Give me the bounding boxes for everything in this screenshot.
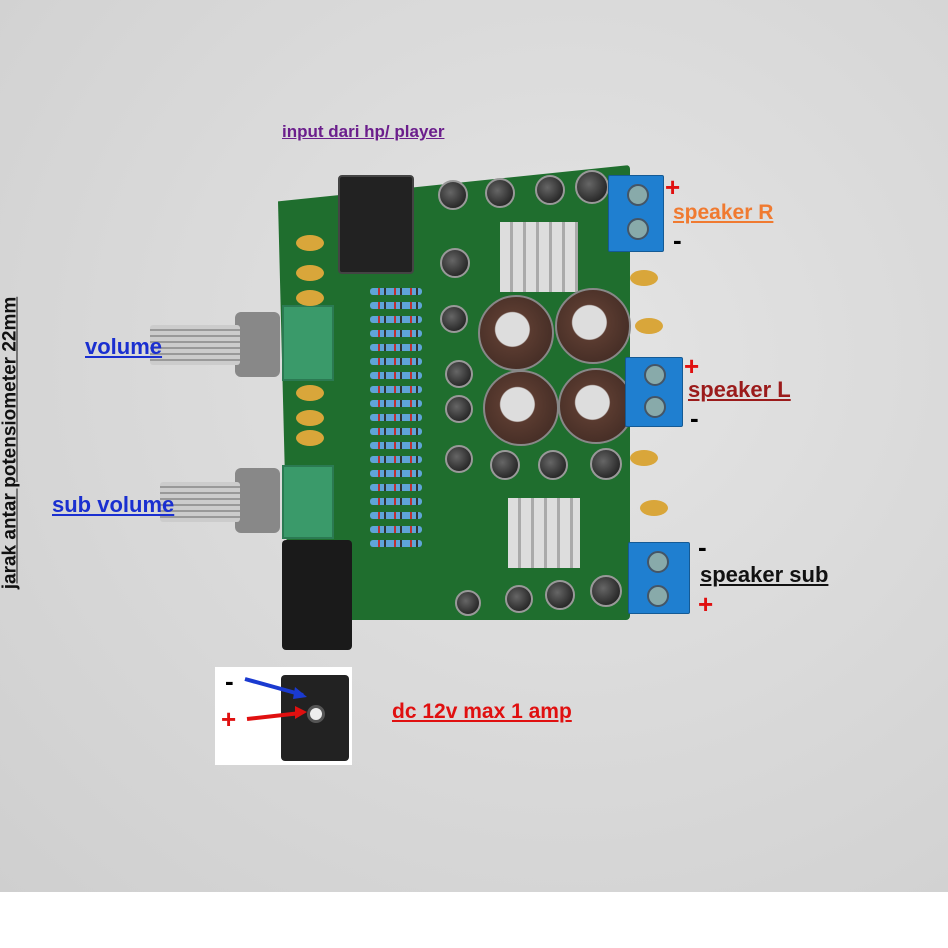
- speaker-r-label: speaker R: [673, 201, 774, 224]
- speaker-l-terminal: [625, 357, 683, 427]
- speaker-l-label: speaker L: [688, 377, 791, 402]
- sub-volume-pot-nut: [235, 468, 280, 533]
- top-heatsink: [500, 222, 578, 292]
- big-capacitor: [483, 370, 559, 446]
- dc-jack: [282, 540, 352, 650]
- volume-shaft: [150, 325, 240, 365]
- big-capacitor: [478, 295, 554, 371]
- sub-volume-potentiometer: [282, 465, 334, 539]
- sub-volume-shaft: [160, 482, 240, 522]
- audio-input-jack: [338, 175, 414, 274]
- polarity-arrows: [244, 677, 307, 721]
- speaker-r-terminal: [608, 175, 664, 252]
- speaker-sub-plus: +: [698, 589, 714, 619]
- big-capacitor: [555, 288, 631, 364]
- speaker-l-minus: -: [690, 403, 699, 433]
- speaker-sub-terminal: [628, 542, 690, 614]
- dc-jack-pin: [307, 705, 325, 723]
- speaker-l-plus: +: [684, 351, 700, 381]
- speaker-r-plus: +: [665, 172, 681, 202]
- dc-jack-inset: - +: [215, 667, 352, 765]
- big-capacitor: [558, 368, 634, 444]
- inset-minus-sign: -: [225, 666, 234, 696]
- pot-spacing-label: jarak antar potensiometer 22mm: [0, 296, 21, 590]
- bottom-heatsink: [508, 498, 580, 568]
- speaker-r-minus: -: [673, 225, 682, 255]
- volume-potentiometer: [282, 305, 334, 381]
- speaker-sub-label: speaker sub: [700, 562, 829, 587]
- sub-volume-label: sub volume: [52, 492, 175, 517]
- speaker-sub-minus: -: [698, 532, 707, 562]
- volume-label: volume: [85, 334, 163, 359]
- dc-power-label: dc 12v max 1 amp: [392, 700, 572, 723]
- inset-plus-sign: +: [221, 704, 237, 734]
- input-label: input dari hp/ player: [282, 122, 445, 141]
- volume-pot-nut: [235, 312, 280, 377]
